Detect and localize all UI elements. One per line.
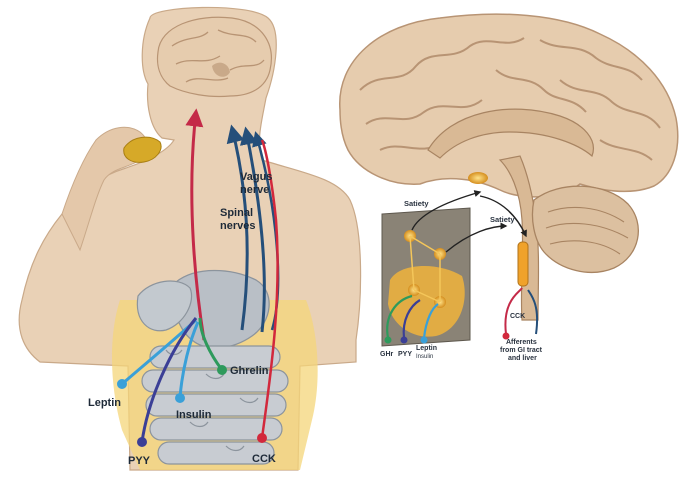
hypothalamus-highlight (468, 172, 488, 184)
insulin-label-right: Insulin (416, 354, 433, 360)
ghrelin-dot (217, 365, 227, 375)
pyy-label: PYY (128, 455, 151, 467)
spinal-label: Spinal (220, 207, 253, 219)
vagus-label: Vagus (240, 171, 272, 183)
insulin-dot (175, 393, 185, 403)
pyy-label-right: PYY (398, 351, 412, 358)
insulin-label: Insulin (176, 409, 212, 421)
satiety-right-label: Satiety (490, 215, 515, 224)
ghr-label: GHr (380, 351, 394, 358)
right-figure: Satiety Satiety GHr PYY Leptin Insulin C… (340, 14, 678, 362)
cerebellum (532, 186, 638, 272)
nts-nucleus (518, 242, 528, 286)
satiety-top-label: Satiety (404, 199, 429, 208)
head-brain (158, 17, 272, 96)
afferents-label-line2: from GI tract (500, 347, 543, 354)
pyy-dot (137, 437, 147, 447)
cck-label-right: CCK (510, 313, 525, 320)
leptin-label: Leptin (88, 397, 121, 409)
vagus-label-line2: nerve (240, 184, 269, 196)
ghr-input-dot (385, 337, 392, 344)
leptin-input-dot (421, 337, 428, 344)
cck-label: CCK (252, 453, 276, 465)
leptin-label-right: Leptin (416, 345, 437, 352)
ghrelin-label: Ghrelin (230, 365, 269, 377)
left-figure: Vagus nerve Spinal nerves Leptin Insulin… (19, 7, 360, 470)
afferents-label-line3: and liver (508, 355, 537, 362)
afferent-loop (505, 288, 522, 334)
afferents-label: Afferents (506, 339, 537, 346)
cck-dot (257, 433, 267, 443)
pyy-input-dot (401, 337, 408, 344)
spinal-label-line2: nerves (220, 220, 255, 232)
leptin-dot (117, 379, 127, 389)
